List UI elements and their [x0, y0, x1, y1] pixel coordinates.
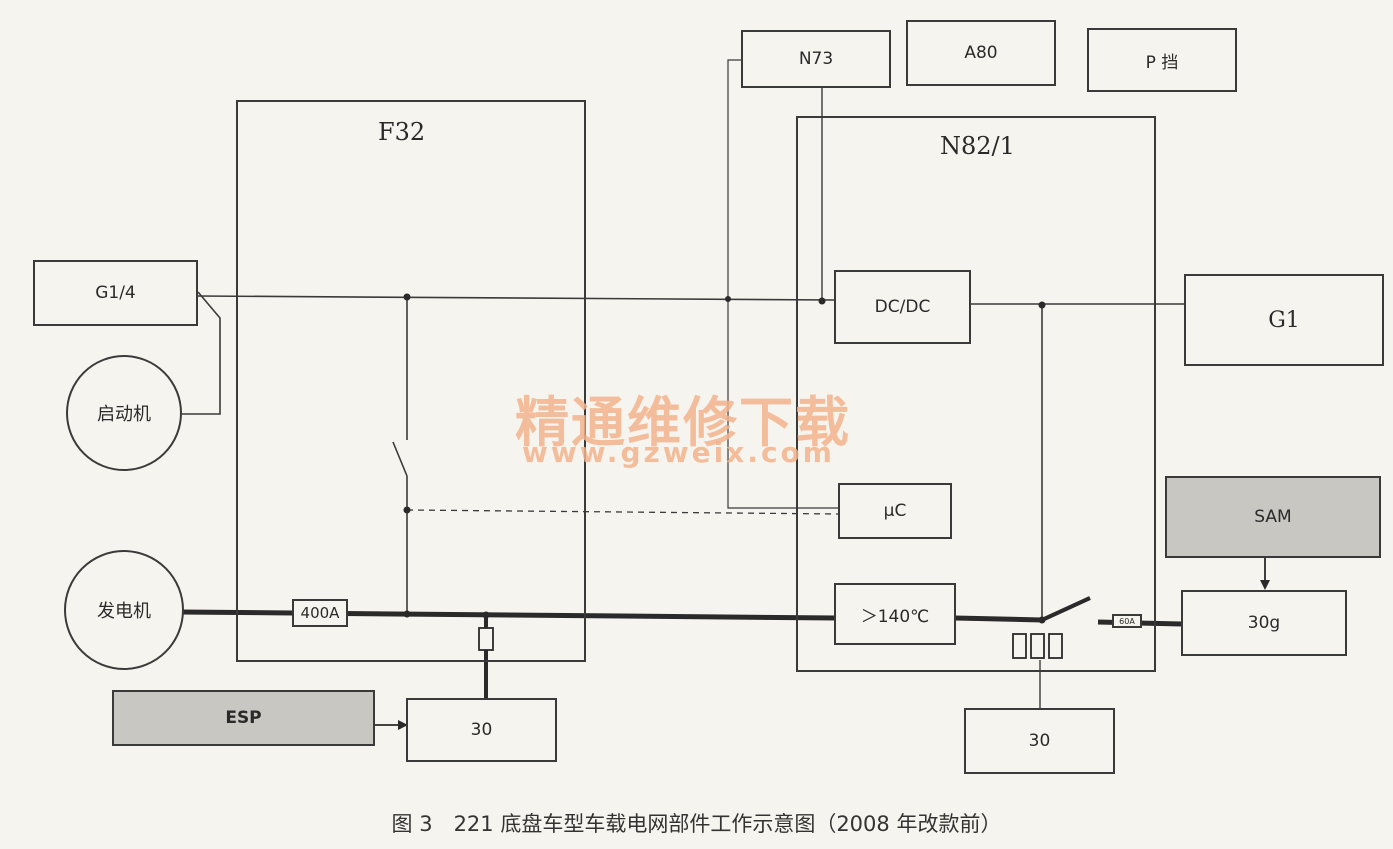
n73-to-uc-line [727, 59, 840, 509]
n82-enclosure [796, 116, 1156, 672]
temp-switch-box: ＞140℃ [834, 583, 956, 645]
sam-box: SAM [1165, 476, 1381, 558]
fuse-400a: 400A [292, 599, 348, 627]
30g-box: 30g [1181, 590, 1347, 656]
esp-box: ESP [112, 690, 375, 746]
relay-coil [1012, 633, 1027, 659]
relay-coil [1048, 633, 1063, 659]
f32-switch-blade [392, 441, 408, 477]
generator-circle: 发电机 [64, 550, 184, 670]
figure-caption: 图 3 221 底盘车型车载电网部件工作示意图（2008 年改款前） [391, 812, 1002, 836]
terminal-30-right: 30 [964, 708, 1115, 774]
starter-circle: 启动机 [66, 355, 182, 471]
p-gear-box: P 挡 [1087, 28, 1237, 92]
main-power-line-left [179, 609, 837, 621]
relay-switch-blade [1041, 596, 1091, 622]
g14-starter-line [176, 291, 221, 415]
f32-label: F32 [378, 118, 426, 146]
terminal-30-left: 30 [406, 698, 557, 762]
junction-dot [1038, 301, 1046, 309]
g1-box: G1 [1184, 274, 1384, 366]
relay-coil [1030, 633, 1045, 659]
junction-dot [403, 293, 411, 301]
junction-dot [725, 296, 731, 302]
junction-dot [403, 506, 411, 514]
small-fuse: 60A [1112, 614, 1142, 628]
f32-enclosure [236, 100, 586, 662]
junction-dot [403, 610, 411, 618]
branch-fuse [478, 627, 494, 651]
g14-box: G1/4 [33, 260, 198, 326]
esp-arrow-head [398, 720, 408, 730]
junction-dot [818, 297, 826, 305]
a80-box: A80 [906, 20, 1056, 86]
junction-dot [482, 611, 490, 619]
watermark-url: www.gzweix.com [522, 436, 835, 469]
n82-label: N82/1 [940, 132, 1015, 160]
watermark-cn: 精通维修下载 [515, 390, 851, 454]
dcdc-box: DC/DC [834, 270, 971, 344]
n73-box: N73 [741, 30, 891, 88]
sam-arrow-head [1260, 580, 1270, 590]
uc-box: μC [838, 483, 952, 539]
junction-dot [1038, 616, 1046, 624]
main-power-line-right [954, 615, 1043, 623]
